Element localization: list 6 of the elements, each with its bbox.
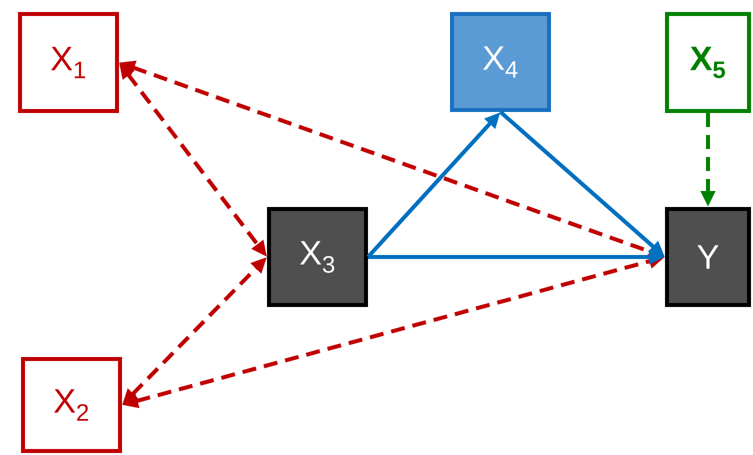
variable-box: X$_{4}$: [450, 12, 551, 112]
variable-box: X$_{2}$: [21, 357, 122, 453]
variable-box: X$_{5}$: [665, 12, 751, 113]
variable-box: Y: [665, 207, 751, 307]
variable-box: X$_{3}$: [267, 207, 368, 307]
variable-box: X$_{1}$: [18, 12, 119, 113]
